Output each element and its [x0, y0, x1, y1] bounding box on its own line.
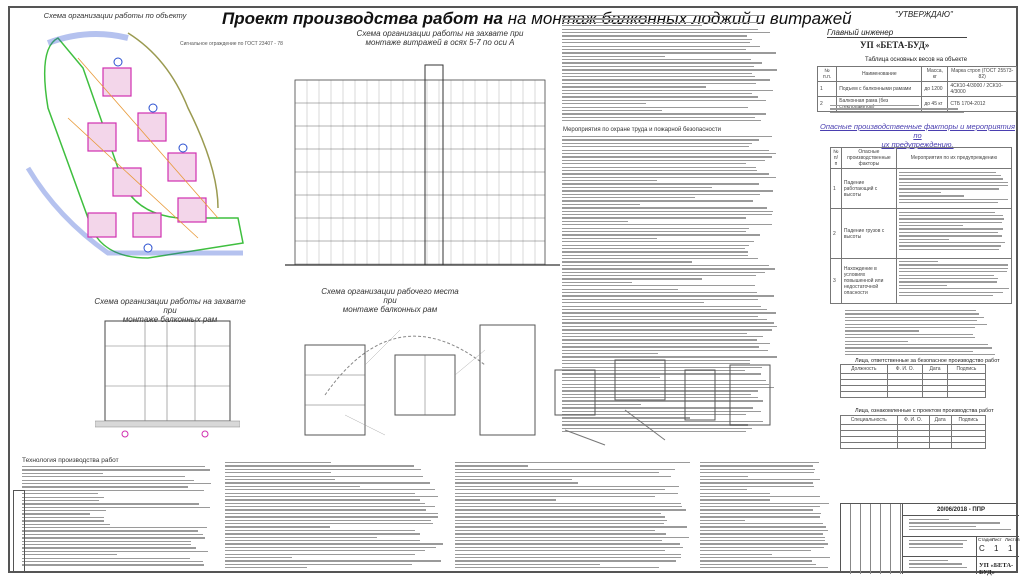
technology-text-3 [455, 462, 690, 572]
drawing-code: 20/06/2018 - ППР [903, 504, 1019, 516]
side-stamp [13, 490, 25, 573]
site-plan [25, 31, 244, 259]
hazards-notes [845, 310, 995, 358]
building-blocks [87, 67, 207, 238]
technology-text [22, 466, 212, 571]
technology-text-2 [225, 462, 445, 572]
general-notes-text [562, 15, 777, 125]
stamp-company: УП «БЕТА-БУД» [979, 562, 1014, 576]
facade-drawing [285, 64, 560, 266]
approval-company: УП «БЕТА-БУД» [860, 40, 930, 50]
stage-value: С [979, 544, 985, 553]
technology-text-4 [700, 462, 830, 572]
page-title: Проект производства работ на на монтаж б… [222, 9, 852, 28]
title-block: 20/06/2018 - ППР Стадия Лист Листов С 1 … [840, 503, 1020, 576]
balcony-capture-plan [95, 320, 240, 438]
workplace-drawing [304, 324, 536, 436]
hazards-heading: Опасные производственные факторы и мероп… [820, 122, 1015, 149]
site-plan-heading: Схема организации работы по объекту [43, 11, 187, 20]
safety-heading: Мероприятия по охране труда и пожарной б… [563, 127, 721, 133]
fence-note: Сигнальное ограждение по ГОСТ 23407 - 78 [180, 41, 283, 47]
weights-note [830, 105, 980, 117]
detail-sketches [554, 359, 771, 446]
weights-table-heading: Таблица основных весов на объекте [865, 57, 968, 63]
approval-stamp: "УТВЕРЖДАЮ" [895, 10, 953, 19]
acquainted-heading: Лица, ознакомленные с проектом производс… [855, 408, 994, 414]
technology-heading: Технология производства работ [22, 457, 119, 464]
safety-notes-text [562, 136, 777, 436]
sheet-value: 1 [994, 544, 999, 553]
approval-position: Главный инженер [827, 28, 967, 38]
responsible-heading: Лица, ответственные за безопасное произв… [855, 358, 1000, 364]
sheets-value: 1 [1008, 544, 1013, 553]
drawing-frame [8, 6, 1018, 573]
